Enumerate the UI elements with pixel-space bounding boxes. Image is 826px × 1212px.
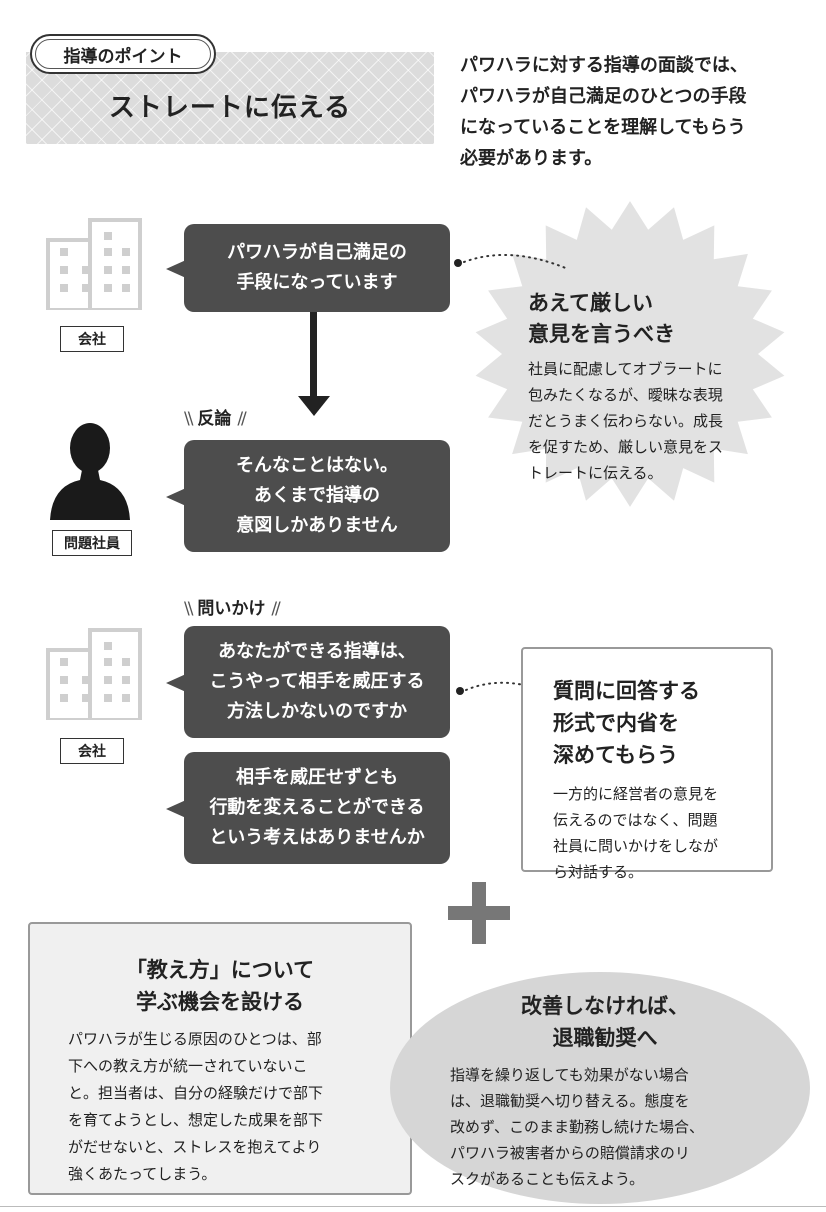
teach-box-body-line: パワハラが生じる原因のひとつは、部 <box>68 1030 322 1048</box>
bubble-line: 行動を変えることができる <box>209 797 425 818</box>
bubble-line: 方法しかないのですか <box>227 701 407 722</box>
intro-line: 必要があります。 <box>460 148 603 169</box>
question-box-title-line: 形式で内省を <box>553 711 679 735</box>
starburst-title-line: 意見を言うべき <box>528 322 675 346</box>
bubble-tail <box>166 800 186 818</box>
label-company-2-text: 会社 <box>78 744 106 760</box>
teach-box-body-line: と。担当者は、自分の経験だけで部下 <box>68 1084 324 1102</box>
starburst-title: あえて厳しい 意見を言うべき <box>528 288 768 350</box>
ellipse-body-line: 改めず、このまま勤務し続けた場合、 <box>450 1118 704 1136</box>
teach-box: 「教え方」について 学ぶ機会を設ける パワハラが生じる原因のひとつは、部 下への… <box>28 922 412 1195</box>
intro-line: パワハラが自己満足のひとつの手段 <box>460 86 747 107</box>
teach-box-body-line: 強くあたってしまう。 <box>68 1165 217 1183</box>
bubble-company-statement: パワハラが自己満足の 手段になっています <box>166 224 450 312</box>
bubble-line: こうやって相手を威圧する <box>209 671 425 692</box>
section-label-toikake: \\ 問いかけ // <box>184 599 281 619</box>
question-box: 質問に回答する 形式で内省を 深めてもらう 一方的に経営者の意見を 伝えるのでは… <box>521 647 773 881</box>
ellipse-title-line: 改善しなければ、 <box>521 994 689 1018</box>
section-label-hanron-text: 反論 <box>197 409 232 429</box>
teach-box-title: 「教え方」について 学ぶ機会を設ける <box>68 954 392 1018</box>
ellipse-content: 改善しなければ、 退職勧奨へ 指導を繰り返しても効果がない場合 は、退職勧奨へ切… <box>450 990 760 1192</box>
starburst-shape <box>475 201 785 507</box>
connector-dotted-1 <box>454 254 569 270</box>
intro-line: パワハラに対する指導の面談では、 <box>460 55 748 76</box>
starburst-body-line: トレートに伝える。 <box>528 464 663 482</box>
question-box-body-line: 伝えるのではなく、問題 <box>553 811 718 829</box>
question-box-body-line: 一方的に経営者の意見を <box>553 785 719 803</box>
starburst-content: あえて厳しい 意見を言うべき 社員に配慮してオブラートに 包みたくなるが、曖昧な… <box>528 288 768 486</box>
question-box-title-line: 質問に回答する <box>553 679 700 703</box>
bubble-line: という考えはありませんか <box>209 827 425 848</box>
bubble-line: パワハラが自己満足の <box>227 242 407 263</box>
teach-box-body-line: 下への教え方が統一されていないこ <box>68 1057 308 1075</box>
intro-text: パワハラに対する指導の面談では、 パワハラが自己満足のひとつの手段 になっている… <box>460 50 800 174</box>
intro-line: になっていることを理解してもらう <box>460 117 746 138</box>
bubble-line: あなたができる指導は、 <box>218 641 416 662</box>
person-icon <box>50 423 130 520</box>
bubble-line: そんなことはない。 <box>236 455 398 476</box>
bubble-line: 相手を威圧せずとも <box>236 767 398 788</box>
ellipse-body-line: は、退職勧奨へ切り替える。態度を <box>450 1092 690 1110</box>
question-box-body: 一方的に経営者の意見を 伝えるのではなく、問題 社員に問いかけをしなが ら対話す… <box>553 781 751 885</box>
bottom-rule <box>0 1206 826 1207</box>
bubble-question-1: あなたができる指導は、 こうやって相手を威圧する 方法しかないのですか <box>166 626 450 738</box>
label-company-1: 会社 <box>60 326 124 352</box>
teach-box-body-line: を育てようとし、想定した成果を部下 <box>68 1111 324 1129</box>
label-employee: 問題社員 <box>52 530 132 556</box>
starburst-title-line: あえて厳しい <box>528 291 653 315</box>
starburst-body-line: を促すため、厳しい意見をス <box>528 438 724 456</box>
ellipse-title: 改善しなければ、 退職勧奨へ <box>450 990 760 1054</box>
teach-box-body: パワハラが生じる原因のひとつは、部 下への教え方が統一されていないこ と。担当者… <box>68 1026 392 1188</box>
section-label-toikake-text: 問いかけ <box>197 599 266 619</box>
starburst-body-line: だとうまく伝わらない。成長 <box>528 412 724 430</box>
question-box-title: 質問に回答する 形式で内省を 深めてもらう <box>553 675 751 771</box>
point-tag: 指導のポイント <box>30 34 216 74</box>
bubble-tail <box>166 488 186 506</box>
building-icon <box>46 628 142 720</box>
starburst-body-line: 社員に配慮してオブラートに <box>528 360 723 378</box>
ellipse-body: 指導を繰り返しても効果がない場合 は、退職勧奨へ切り替える。態度を 改めず、この… <box>450 1062 760 1192</box>
plus-icon <box>448 882 510 944</box>
label-company-1-text: 会社 <box>78 332 106 348</box>
title-band: ストレートに伝える <box>26 52 434 144</box>
teach-box-title-line: 学ぶ機会を設ける <box>136 990 304 1014</box>
label-employee-text: 問題社員 <box>64 536 120 552</box>
label-company-2: 会社 <box>60 738 124 764</box>
ellipse-title-line: 退職勧奨へ <box>552 1026 658 1050</box>
point-tag-label: 指導のポイント <box>63 46 183 67</box>
bubble-employee-rebuttal: そんなことはない。 あくまで指導の 意図しかありません <box>166 440 450 552</box>
starburst-body-line: 包みたくなるが、曖昧な表現 <box>528 386 723 404</box>
down-arrow-icon <box>298 312 330 416</box>
question-box-title-line: 深めてもらう <box>553 743 678 767</box>
ellipse-body-line: 指導を繰り返しても効果がない場合 <box>450 1066 689 1084</box>
bubble-question-2: 相手を威圧せずとも 行動を変えることができる という考えはありませんか <box>166 752 450 864</box>
section-label-hanron: \\ 反論 // <box>184 409 247 429</box>
bubble-line: 意図しかありません <box>236 515 398 536</box>
building-icon <box>46 218 142 310</box>
question-box-body-line: 社員に問いかけをしなが <box>553 837 719 855</box>
ellipse-body-line: スクがあることも伝えよう。 <box>450 1170 645 1188</box>
bubble-line: 手段になっています <box>236 272 398 293</box>
teach-box-title-line: 「教え方」について <box>125 958 315 982</box>
question-box-body-line: ら対話する。 <box>553 863 644 881</box>
page-title: ストレートに伝える <box>108 92 352 123</box>
starburst-body: 社員に配慮してオブラートに 包みたくなるが、曖昧な表現 だとうまく伝わらない。成… <box>528 356 768 486</box>
ellipse-shape <box>390 972 810 1204</box>
bubble-line: あくまで指導の <box>254 485 380 506</box>
bubble-tail <box>166 260 186 278</box>
ellipse-body-line: パワハラ被害者からの賠償請求のリ <box>450 1144 690 1162</box>
teach-box-body-line: がだせないと、ストレスを抱えてより <box>68 1138 322 1156</box>
bubble-tail <box>166 674 186 692</box>
